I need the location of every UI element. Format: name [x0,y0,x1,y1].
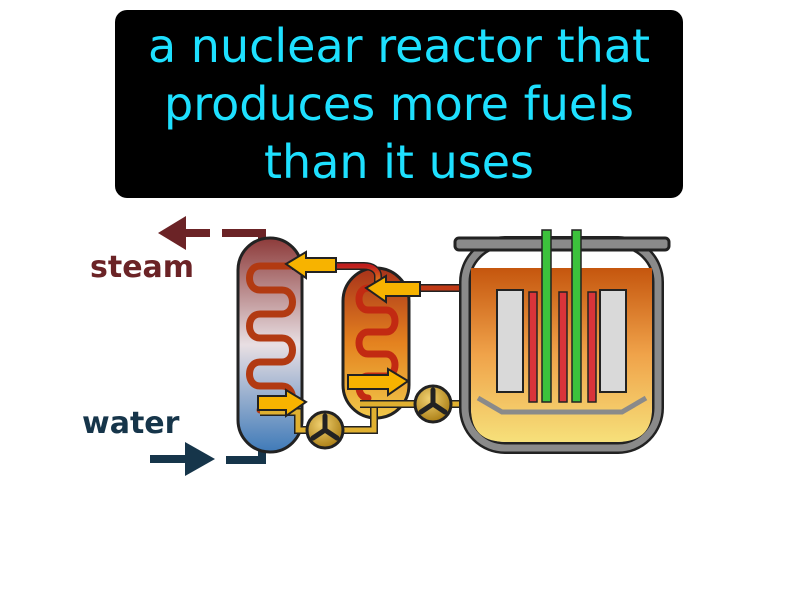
steam-generator [236,236,304,454]
reactor-core [496,229,627,403]
steam-label: steam [90,250,195,285]
fuel-rod [558,291,568,403]
control-rod [571,229,582,403]
flow-arrow-icon [364,274,421,304]
definition-caption-text: a nuclear reactor that produces more fue… [147,19,651,189]
fuel-rod [528,291,538,403]
water-inlet-arrow [150,440,266,476]
pump-icon [413,384,453,424]
flow-arrow-icon [284,250,337,280]
flow-arrow-icon [257,388,308,418]
arrow-left-icon [158,216,186,250]
fuel-rod [587,291,597,403]
flow-arrow-icon [347,367,410,397]
definition-caption-box: a nuclear reactor that produces more fue… [115,10,683,198]
water-label: water [82,406,180,441]
control-rod [541,229,552,403]
pump-icon [305,410,345,450]
arrow-right-icon [185,442,215,476]
